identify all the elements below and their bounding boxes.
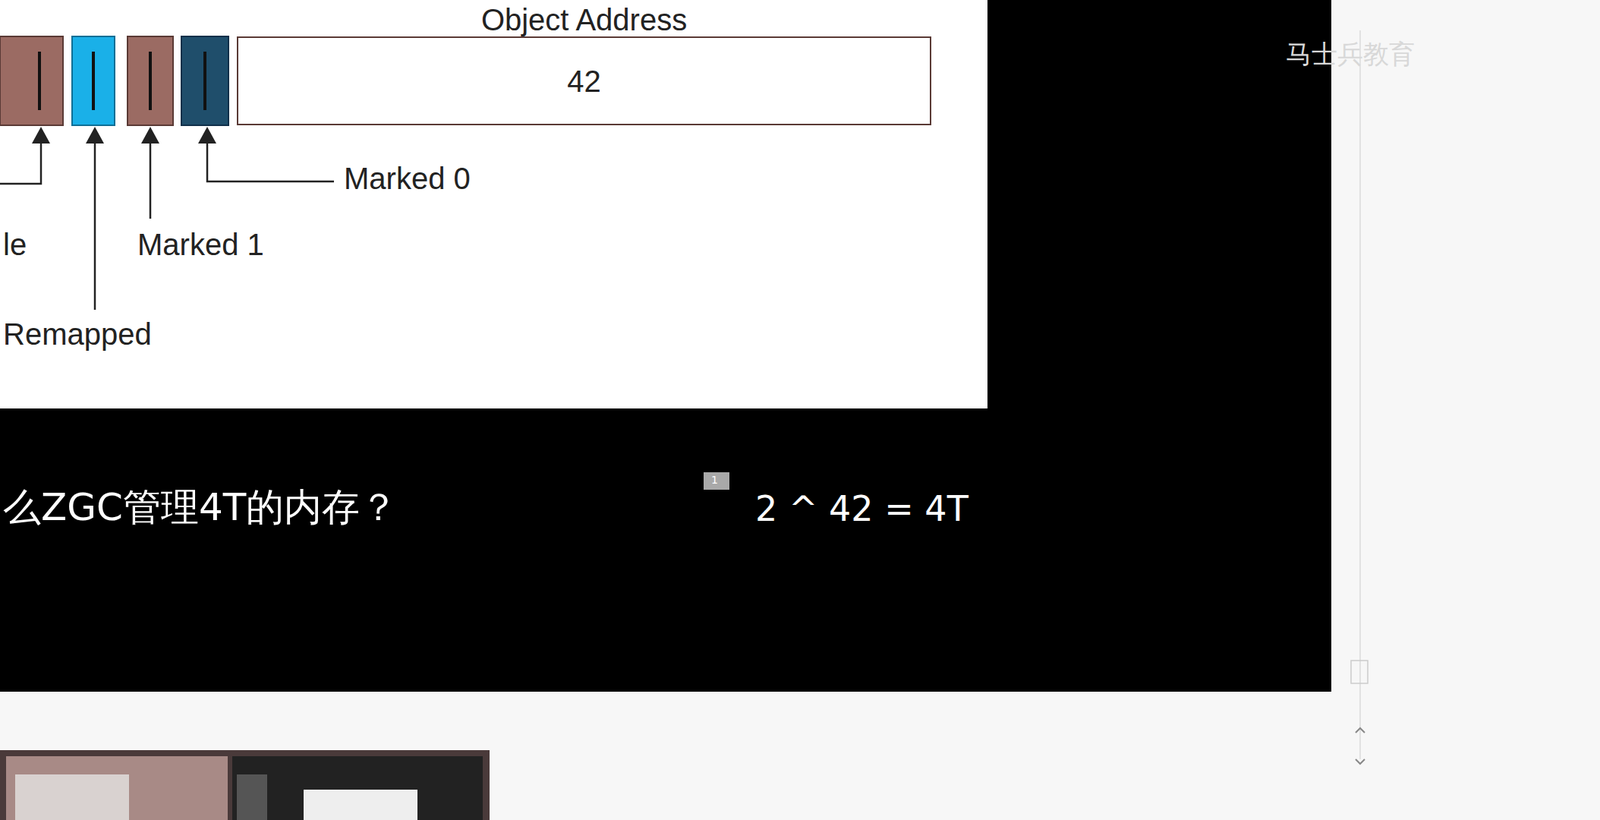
- thumbnail-frame: [0, 749, 490, 820]
- icon-number: 1: [711, 473, 719, 486]
- formula-text: 2 ^ 42 = 4T: [755, 488, 969, 530]
- bit-box: [0, 36, 63, 126]
- bit-box: [72, 36, 115, 126]
- scroll-mark: [1351, 660, 1368, 684]
- question-text: 么ZGC管理4T的内存？: [3, 485, 398, 530]
- address-box: Object Address42: [236, 36, 932, 126]
- thumbnail-panel: [303, 789, 418, 820]
- scroll-arrows: [1355, 727, 1365, 764]
- icon-badge: [703, 472, 730, 490]
- thumbnail-panel: [15, 774, 130, 820]
- bit-box: [181, 36, 229, 126]
- thumbnail-panel: [236, 774, 268, 820]
- bit-box: [127, 36, 174, 126]
- divider-line: [1359, 30, 1361, 760]
- bit-label: Remapped: [3, 316, 152, 352]
- bit-label: le: [3, 226, 27, 262]
- bit-label: Marked 1: [137, 226, 265, 262]
- bit-label: Marked 0: [343, 160, 471, 196]
- arrowheads: [31, 126, 217, 144]
- slide-panel: [0, 0, 988, 409]
- watermark: 马士兵教育: [1285, 39, 1415, 70]
- box-heading: Object Address: [238, 3, 930, 37]
- bit-marks: [39, 51, 205, 111]
- thumbnail-panel: [6, 755, 228, 820]
- leader-lines: [0, 141, 334, 310]
- box-value: 42: [238, 64, 930, 98]
- thumbnail-panel: [232, 755, 483, 820]
